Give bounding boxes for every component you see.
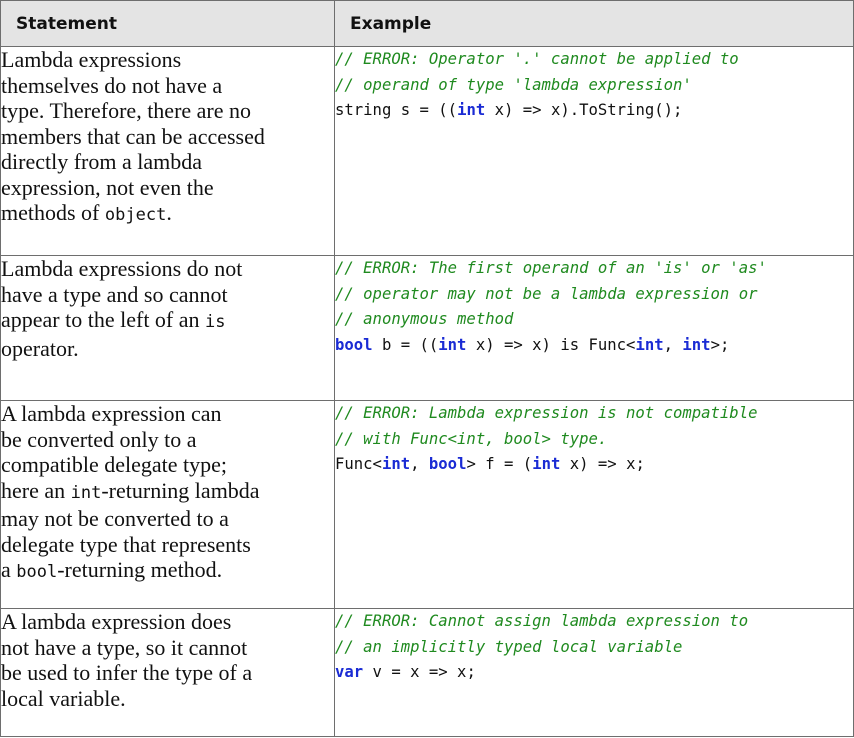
code-comment: // an implicitly typed local variable <box>335 637 683 656</box>
statement-line: methods of object. <box>1 200 334 229</box>
code-text: > f = ( <box>466 455 533 474</box>
statement-line: be converted only to a <box>1 426 197 452</box>
statement-line: compatible delegate type; <box>1 452 228 477</box>
code-line: string s = ((int x) => x).ToString(); <box>335 98 853 124</box>
code-keyword: int <box>438 335 467 354</box>
example-cell: // ERROR: Lambda expression is not compa… <box>334 400 854 609</box>
code-comment: // operator may not be a lambda expressi… <box>335 284 758 303</box>
code-keyword: int <box>532 455 561 474</box>
example-cell: // ERROR: The first operand of an 'is' o… <box>334 255 854 401</box>
statement-text: -returning method. <box>57 557 223 582</box>
statement-cell: Lambda expressions do not have a type an… <box>0 255 335 401</box>
statement-line: Lambda expressions do not <box>1 256 243 281</box>
code-comment: // anonymous method <box>335 310 514 329</box>
table-row: Lambda expressions do not have a type an… <box>0 255 854 401</box>
example-cell: // ERROR: Cannot assign lambda expressio… <box>334 608 854 737</box>
statement-line: not have a type, so it cannot <box>1 634 248 660</box>
statement-line: delegate type that represents <box>1 531 251 557</box>
statement-line: appear to the left of an is <box>1 307 334 336</box>
statement-line: expression, not even the <box>1 174 214 200</box>
code-comment: // ERROR: Lambda expression is not compa… <box>335 404 758 422</box>
code-text: x) => x).ToString(); <box>485 101 683 120</box>
statement-line: A lambda expression does <box>1 609 232 634</box>
code-text: , <box>410 455 429 474</box>
statement-line: be used to infer the type of a <box>1 660 253 685</box>
code-line: bool b = ((int x) => x) is Func<int, int… <box>335 333 853 359</box>
statement-line: A lambda expression can <box>1 401 222 426</box>
code-comment: // ERROR: Cannot assign lambda expressio… <box>335 612 749 630</box>
header-example: Example <box>334 0 854 47</box>
code-keyword: int <box>381 455 411 474</box>
statement-text: appear to the left of an <box>1 307 206 332</box>
statement-text: -returning lambda <box>101 477 260 503</box>
statement-line: here an int-returning lambda <box>1 478 334 507</box>
statement-text: here an <box>1 477 71 503</box>
example-cell: // ERROR: Operator '.' cannot be applied… <box>334 46 854 256</box>
statement-text: a <box>1 557 17 582</box>
code-text: x) => x) is Func< <box>466 335 636 354</box>
statement-cell: A lambda expression can be converted onl… <box>0 400 335 609</box>
code-comment: // operand of type 'lambda expression' <box>335 75 692 94</box>
header-statement: Statement <box>0 0 335 47</box>
code-comment: // ERROR: The first operand of an 'is' o… <box>335 259 767 277</box>
statement-line: a bool-returning method. <box>1 557 334 586</box>
code-text: string s = (( <box>335 101 458 120</box>
table-row: A lambda expression does not have a type… <box>0 608 854 737</box>
code-line: Func<int, bool> f = (int x) => x; <box>335 452 853 478</box>
statement-line: members that can be accessed <box>1 123 265 149</box>
code-comment: // ERROR: Operator '.' cannot be applied… <box>335 50 739 68</box>
statement-line: type. Therefore, there are no <box>1 98 252 123</box>
statement-cell: Lambda expressions themselves do not hav… <box>0 46 335 256</box>
code-text: , <box>663 335 683 354</box>
table-row: Lambda expressions themselves do not hav… <box>0 46 854 256</box>
code-keyword: int <box>457 101 486 120</box>
statement-line: themselves do not have a <box>1 72 223 98</box>
statement-text: . <box>166 200 172 225</box>
statement-line: may not be converted to a <box>1 506 229 531</box>
statement-line: operator. <box>1 335 79 361</box>
code-comment: // with Func<int, bool> type. <box>335 429 608 448</box>
code-text: v = x => x; <box>363 663 476 682</box>
statement-line: directly from a lambda <box>1 149 202 174</box>
statement-cell: A lambda expression does not have a type… <box>0 608 335 737</box>
statement-text: methods of <box>1 200 105 225</box>
code-line: var v = x => x; <box>335 660 853 686</box>
code-keyword: var <box>335 663 364 682</box>
code-keyword: int <box>635 335 664 354</box>
table-row: A lambda expression can be converted onl… <box>0 400 854 609</box>
statement-line: have a type and so cannot <box>1 281 228 307</box>
header-row: Statement Example <box>0 0 854 47</box>
code-text: b = (( <box>372 335 439 354</box>
code-text: x) => x; <box>560 455 645 474</box>
inline-code: is <box>205 312 226 332</box>
code-keyword: bool <box>335 335 373 354</box>
statement-line: Lambda expressions <box>1 47 182 72</box>
inline-code: int <box>70 482 102 503</box>
code-text: >; <box>710 335 730 354</box>
code-keyword: int <box>682 335 711 354</box>
statement-line: local variable. <box>1 685 126 711</box>
code-keyword: bool <box>428 455 467 474</box>
inline-code: bool <box>16 562 58 582</box>
code-text: Func< <box>335 455 382 474</box>
inline-code: object <box>104 205 167 225</box>
